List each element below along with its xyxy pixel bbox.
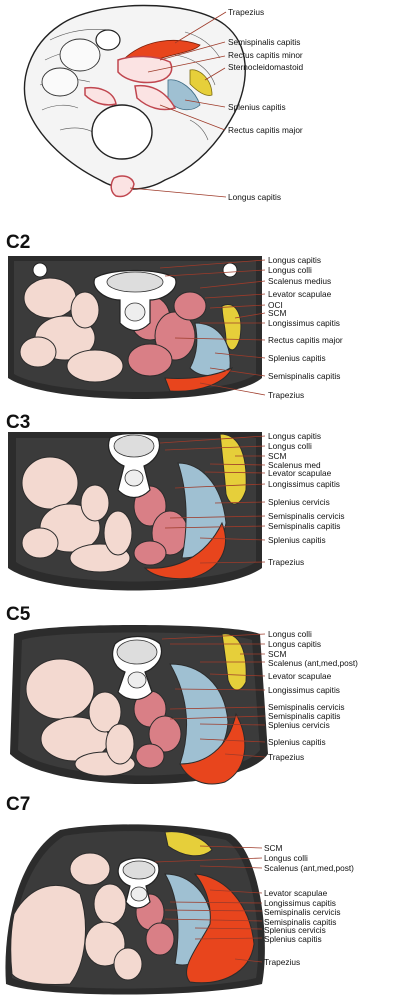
c5-leader-lines xyxy=(161,633,266,758)
c7-label-levator-scapulae: Levator scapulae xyxy=(264,888,328,898)
c2-deep-muscles xyxy=(19,277,124,383)
level-c3: C3 xyxy=(6,412,31,433)
rectus-capitis-minor-shape xyxy=(84,86,117,106)
c2-label-scalenus-medius: Scalenus medius xyxy=(268,276,332,286)
occipital-bone xyxy=(23,4,246,190)
label-trapezius: Trapezius xyxy=(228,7,265,17)
rectus-capitis-major-shape xyxy=(134,84,177,111)
c3-scm xyxy=(219,433,247,505)
label-rectus-capitis-minor: Rectus capitis minor xyxy=(228,50,303,60)
semispinalis-capitis-shape xyxy=(117,55,173,84)
foramen-magnum xyxy=(91,104,153,160)
c7-cross-section xyxy=(5,824,265,995)
label-rectus-capitis-major: Rectus capitis major xyxy=(228,125,303,135)
c3-label-longissimus-capitis: Longissimus capitis xyxy=(268,479,340,489)
c5-label-semispinalis-capitis: Semispinalis capitis xyxy=(268,711,341,721)
c2-label-scm: SCM xyxy=(268,308,287,318)
c5-label-longus-colli: Longus colli xyxy=(268,629,312,639)
c2-label-longus-colli: Longus colli xyxy=(268,265,312,275)
c5-label-trapezius: Trapezius xyxy=(268,752,305,762)
leader-lines xyxy=(129,11,227,198)
c7-label-scm: SCM xyxy=(264,843,283,853)
c5-label-semispinalis-cervicis: Semispinalis cervicis xyxy=(268,702,345,712)
c5-label-scm: SCM xyxy=(268,649,287,659)
c3-label-scm: SCM xyxy=(268,451,287,461)
panel-c5: C5 Longus colli Longus capitis SCM Scale… xyxy=(0,604,419,792)
c7-deep-muscles xyxy=(10,852,143,985)
c2-label-trapezius: Trapezius xyxy=(268,390,305,400)
longus-capitis-shape xyxy=(110,175,135,198)
c2-leader-lines xyxy=(159,259,266,396)
c7-label-scalenus: Scalenus (ant,med,post) xyxy=(264,863,354,873)
label-longus-capitis: Longus capitis xyxy=(228,192,282,202)
c7-label-longissimus-capitis: Longissimus capitis xyxy=(264,898,336,908)
c7-scm xyxy=(164,831,213,857)
c3-label-levator-scapulae: Levator scapulae xyxy=(268,468,332,478)
c2-trapezius xyxy=(164,366,234,392)
c3-trapezius xyxy=(143,521,226,580)
c3-label-longus-capitis: Longus capitis xyxy=(268,431,322,441)
c5-label-levator-scapulae: Levator scapulae xyxy=(268,671,332,681)
c7-label-semispinalis-cervicis: Semispinalis cervicis xyxy=(264,907,341,917)
c7-label-splenius-cervicis: Splenius cervicis xyxy=(264,925,326,935)
c3-leader-lines xyxy=(159,435,266,564)
c3-label-semispinalis-cervicis: Semispinalis cervicis xyxy=(268,511,345,521)
panel-c7: C7 SCM Longus colli Scalenus (ant,med,po… xyxy=(0,794,419,1000)
c3-label-splenius-cervicis: Splenius cervicis xyxy=(268,497,330,507)
c2-label-splenius-capitis: Splenius capitis xyxy=(268,353,326,363)
c7-label-splenius-capitis: Splenius capitis xyxy=(264,934,322,944)
c7-label-longus-colli: Longus colli xyxy=(264,853,308,863)
c7-leader-lines xyxy=(154,845,263,963)
c2-label-oci: OCI xyxy=(268,300,283,310)
panel-skull: Trapezius Semispinalis capitis Rectus ca… xyxy=(0,0,419,215)
c7-semispinalis xyxy=(135,893,175,956)
c3-label-longus-colli: Longus colli xyxy=(268,441,312,451)
c2-label-longus-capitis: Longus capitis xyxy=(268,255,322,265)
label-splenius-capitis: Splenius capitis xyxy=(228,102,286,112)
c5-label-scalenus: Scalenus (ant,med,post) xyxy=(268,658,358,668)
c5-label-splenius-capitis: Splenius capitis xyxy=(268,737,326,747)
c3-label-trapezius: Trapezius xyxy=(268,557,305,567)
c5-label-splenius-cervicis: Splenius cervicis xyxy=(268,720,330,730)
c3-deep-muscles xyxy=(21,456,133,573)
c5-semispinalis xyxy=(133,690,182,769)
c5-trapezius xyxy=(179,712,246,785)
label-sternocleidomastoid: Sternocleidomastoid xyxy=(228,62,304,72)
c2-label-semispinalis-capitis: Semispinalis capitis xyxy=(268,371,341,381)
panel-c3: C3 Longus capitis Longus colli SCM Scale… xyxy=(0,408,419,596)
c2-label-rectus-capitis-major: Rectus capitis major xyxy=(268,335,343,345)
c5-deep-muscles xyxy=(25,658,136,777)
c3-label-splenius-capitis: Splenius capitis xyxy=(268,535,326,545)
c7-label-trapezius: Trapezius xyxy=(264,957,301,967)
label-semispinalis-capitis: Semispinalis capitis xyxy=(228,37,301,47)
level-c2: C2 xyxy=(6,232,31,253)
sternocleidomastoid-shape xyxy=(189,69,213,96)
c7-label-semispinalis-capitis: Semispinalis capitis xyxy=(264,917,337,927)
c2-label-longissimus-capitis: Longissimus capitis xyxy=(268,318,340,328)
panel-c2: C2 Longus capitis Longus colli Scalenus … xyxy=(0,228,419,408)
c3-label-semispinalis-capitis: Semispinalis capitis xyxy=(268,521,341,531)
c3-cross-section xyxy=(8,432,266,591)
c2-label-levator-scapulae: Levator scapulae xyxy=(268,289,332,299)
c5-label-longissimus-capitis: Longissimus capitis xyxy=(268,685,340,695)
c5-cross-section xyxy=(10,625,268,785)
skull-base-illustration xyxy=(23,4,246,198)
c5-label-longus-capitis: Longus capitis xyxy=(268,639,322,649)
c2-cross-section xyxy=(8,256,266,399)
level-c5: C5 xyxy=(6,604,31,625)
level-c7: C7 xyxy=(6,794,31,815)
c3-label-scalenus-med: Scalenus med xyxy=(268,460,321,470)
